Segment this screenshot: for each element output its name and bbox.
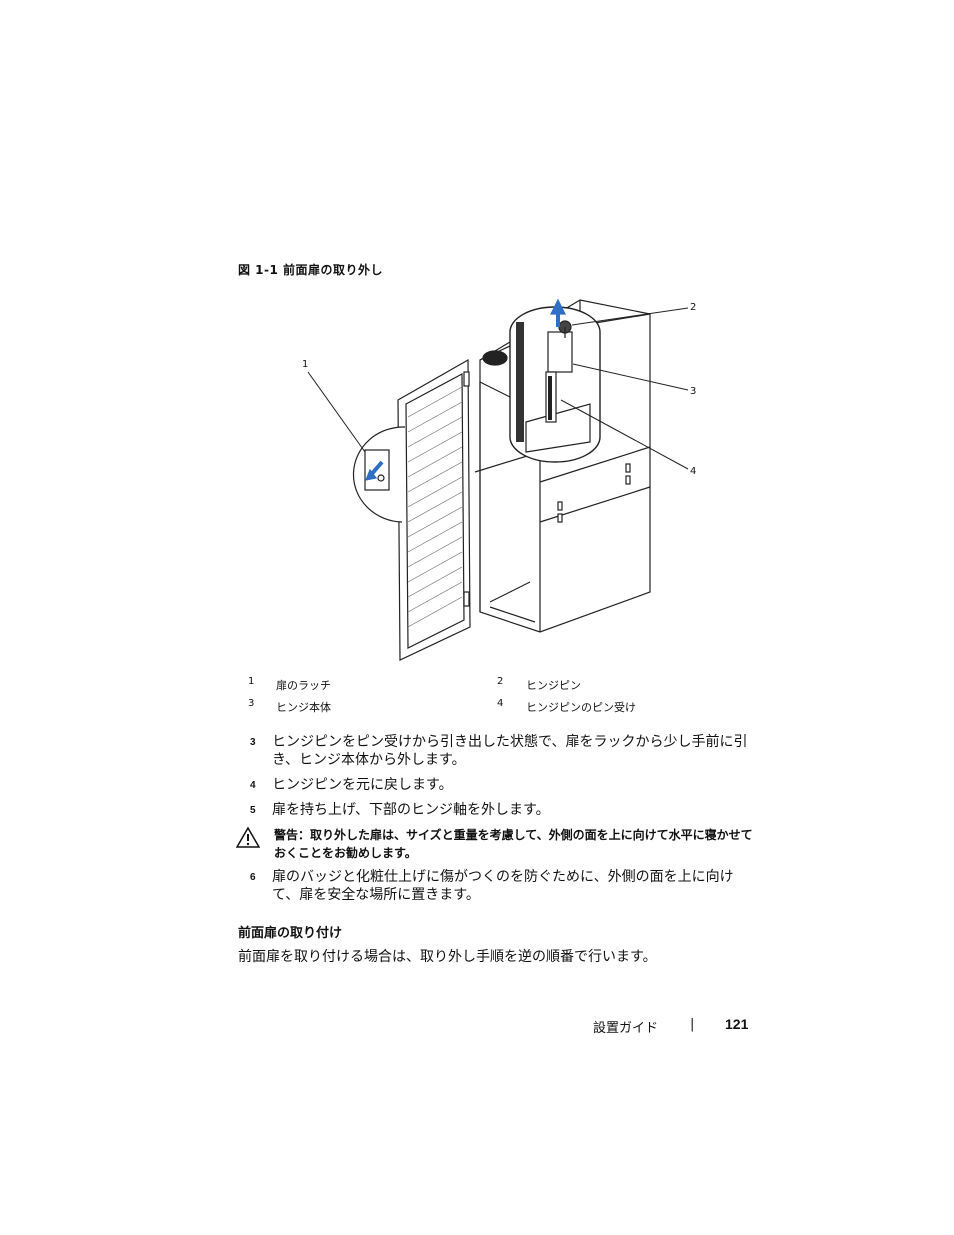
footer-separator: | xyxy=(690,1017,695,1032)
callout-1: 1 xyxy=(302,359,309,370)
step-number: 3 xyxy=(250,737,256,748)
legend-num: 2 xyxy=(497,676,504,687)
step-number: 5 xyxy=(250,805,256,816)
section-heading: 前面扉の取り付け xyxy=(238,926,343,941)
callout-3: 3 xyxy=(690,386,697,397)
step-text: ヒンジピンをピン受けから引き出した状態で、扉をラックから少し手前に引き、ヒンジ本… xyxy=(272,734,748,768)
legend-label: ヒンジ本体 xyxy=(276,701,331,714)
legend-label: ヒンジピン xyxy=(526,679,581,692)
step-number: 4 xyxy=(250,780,256,791)
legend-num: 1 xyxy=(248,676,255,687)
warning-text: 警告：取り外した扉は、サイズと重量を考慮して、外側の面を上に向けて水平に寝かせて… xyxy=(274,828,753,860)
callout-4: 4 xyxy=(690,466,697,477)
footer-guide-title: 設置ガイド xyxy=(593,1021,659,1036)
legend-label: 扉のラッチ xyxy=(276,679,331,692)
warning-triangle-icon xyxy=(236,826,260,848)
latch-detail xyxy=(352,426,406,523)
step-number: 6 xyxy=(250,872,256,883)
front-door xyxy=(397,358,471,661)
step-item: 6 扉のバッジと化粧仕上げに傷がつくのを防ぐために、外側の面を上に向けて、扉を安… xyxy=(250,868,750,904)
callout-2: 2 xyxy=(690,302,697,313)
section-body: 前面扉を取り付ける場合は、取り外し手順を逆の順番で行います。 xyxy=(238,949,657,965)
legend-num: 3 xyxy=(248,698,255,709)
legend-num: 4 xyxy=(497,698,504,709)
page-number: 121 xyxy=(725,1016,749,1032)
door-removal-illustration xyxy=(307,298,689,661)
step-item: 5 扉を持ち上げ、下部のヒンジ軸を外します。 xyxy=(250,801,750,819)
step-text: ヒンジピンを元に戻します。 xyxy=(272,777,453,793)
hinge-detail xyxy=(509,298,601,463)
step-text: 扉のバッジと化粧仕上げに傷がつくのを防ぐために、外側の面を上に向けて、扉を安全な… xyxy=(272,869,734,903)
legend-label: ヒンジピンのピン受け xyxy=(526,701,636,714)
figure-caption: 図 1-1 前面扉の取り外し xyxy=(238,263,384,277)
step-item: 4 ヒンジピンを元に戻します。 xyxy=(250,776,750,794)
step-item: 3 ヒンジピンをピン受けから引き出した状態で、扉をラックから少し手前に引き、ヒン… xyxy=(250,733,750,769)
step-text: 扉を持ち上げ、下部のヒンジ軸を外します。 xyxy=(272,802,550,818)
